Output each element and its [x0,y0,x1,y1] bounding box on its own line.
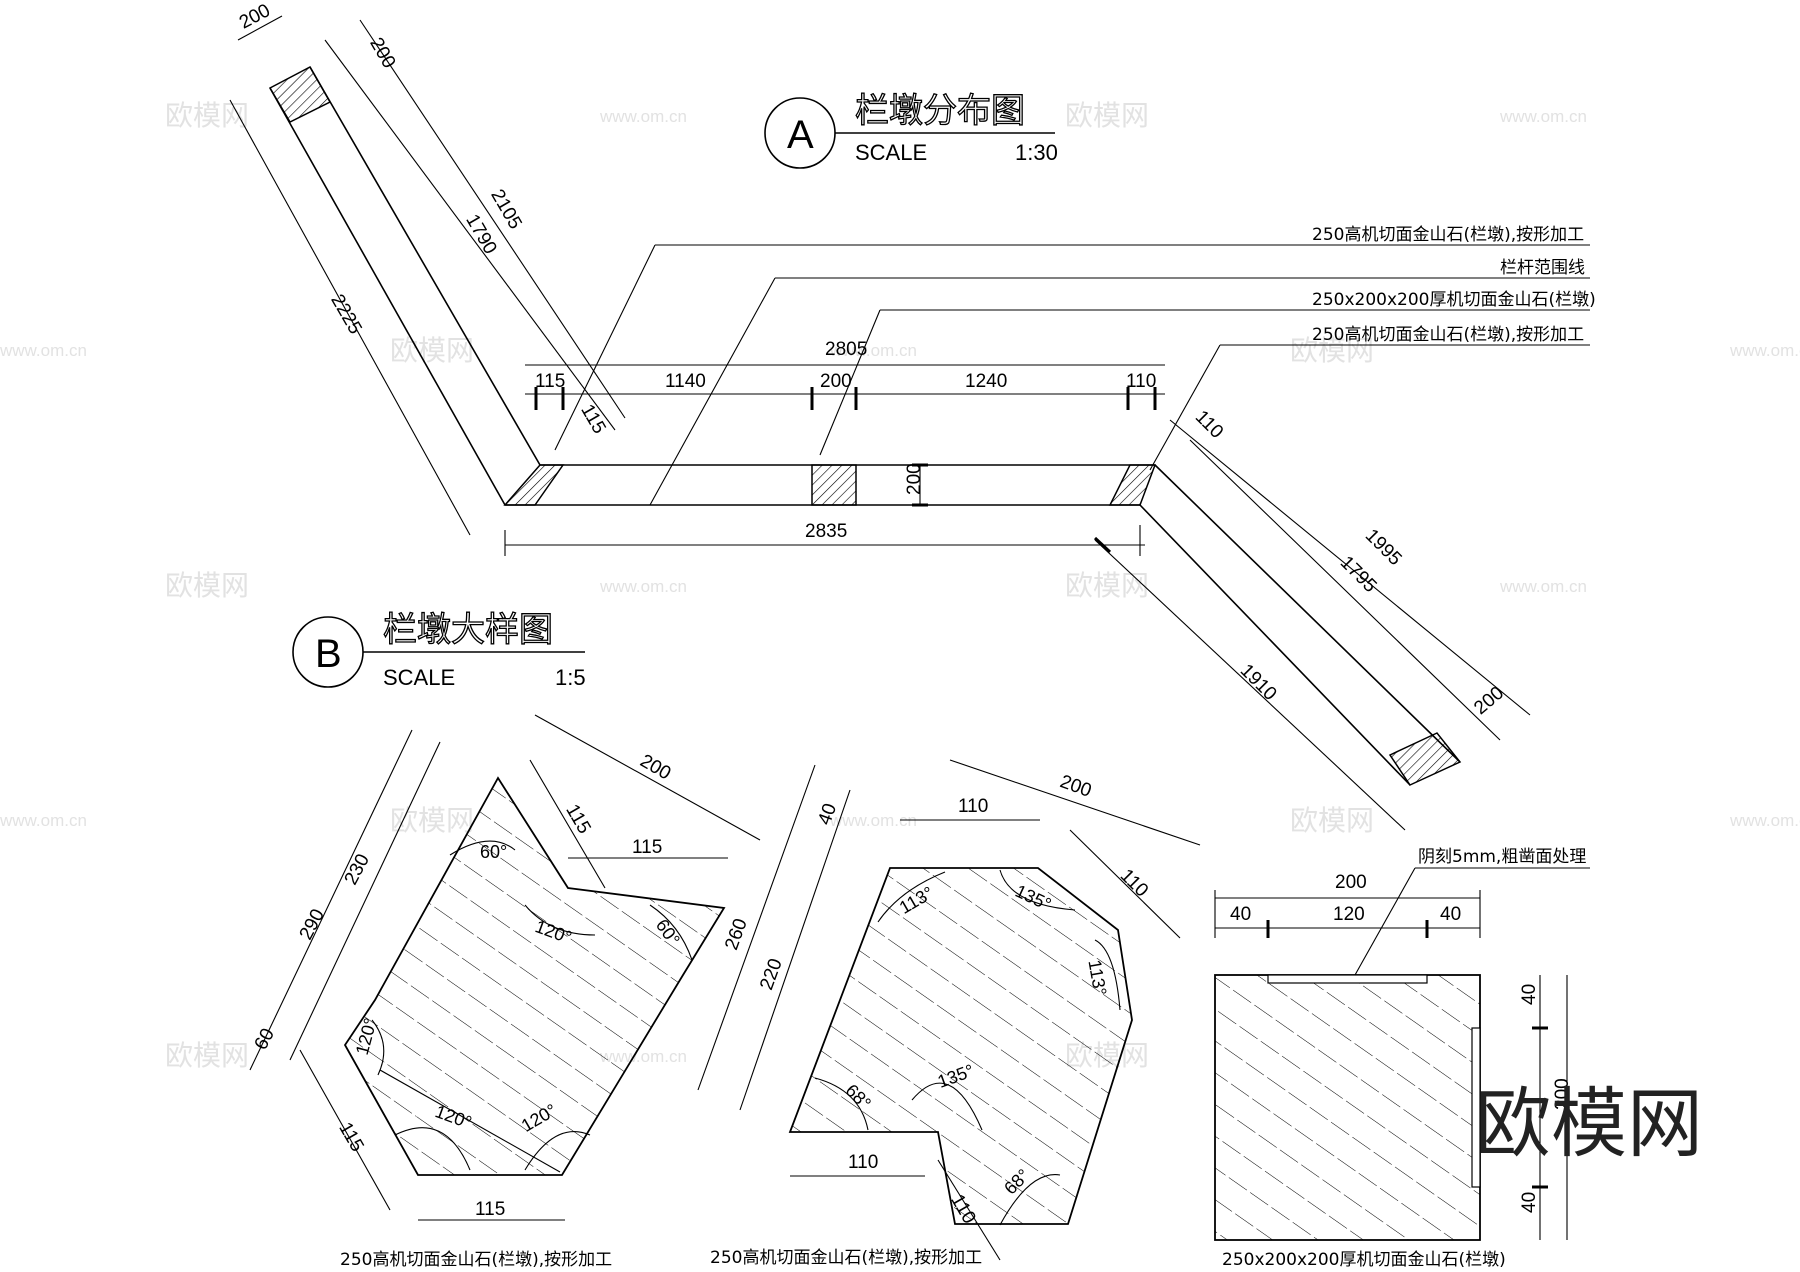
caption-left-stone: 250高机切面金山石(栏墩),按形加工 [340,1250,612,1270]
watermark-brand: 欧模网 [1065,99,1149,132]
watermark-brand: 欧模网 [165,1039,249,1072]
watermark-url: www.om.cn [829,811,917,830]
watermark-brand: 欧模网 [1065,569,1149,602]
title-block-b: B 栏墩大样图 SCALE 1:5 [292,609,586,690]
plan-a-title: 栏墩分布图 [855,91,1025,131]
dim-200-right: 200 [1335,872,1367,893]
stone-block-br [1388,732,1462,786]
dim-200-br: 200 [1470,683,1508,719]
dim-110-mid-right: 110 [1116,865,1152,901]
dim-200: 200 [820,371,852,392]
dim-110-mid-top: 110 [958,796,988,817]
stone-outline-middle [788,867,1133,1225]
detail-b-title: 栏墩大样图 [383,610,553,650]
dim-110-right: 110 [1191,407,1227,443]
dim-200-vert: 200 [904,463,925,495]
corner-watermark: 欧模网 [1475,1079,1703,1168]
watermark-url: www.om.cn [1729,811,1800,830]
dim-1995: 1995 [1361,525,1406,570]
watermark-url: www.om.cn [599,107,687,126]
dim-200-tl: 200 [236,0,274,33]
detail-middle-stone: 113° 135° 113° 68° 135° 68° 40 260 220 1… [697,759,1201,1268]
dim-40-right-b: 40 [1440,904,1461,925]
dim-1140: 1140 [665,371,706,392]
detail-b-scale-label: SCALE [383,665,455,690]
dim-1240: 1240 [965,371,1007,392]
dim-2805: 2805 [825,339,867,360]
stone-block-corner-left [503,464,565,506]
dim-1795: 1795 [1336,552,1381,597]
watermark-brand: 欧模网 [1290,804,1374,837]
dim-200-tr: 200 [365,34,399,72]
dim-2225: 2225 [326,291,365,338]
dim-290: 290 [296,906,329,944]
dim-115: 115 [535,371,565,392]
watermark-url: www.om.cn [1729,341,1800,360]
watermark-url: www.om.cn [1499,577,1587,596]
caption-right-stone: 250x200x200厚机切面金山石(栏墩) [1222,1250,1506,1270]
section-letter-a: A [787,113,814,157]
stone-block-corner-right [1108,464,1157,506]
stone-block-tl [268,65,332,123]
dim-40-right-c: 40 [1519,984,1540,1005]
chisel-groove-right [1471,1027,1481,1188]
watermark-url: www.om.cn [0,341,87,360]
dim-40-right-d: 40 [1519,1192,1540,1213]
dim-115-b-diag: 115 [561,801,594,838]
detail-left-stone: 60° 120° 60° 120° 120° 120° 290 230 60 2… [249,714,761,1270]
dim-260: 260 [721,916,752,953]
watermark-brand: 欧模网 [390,334,474,367]
dim-115-b-top: 115 [632,837,662,858]
engraving-note: 阴刻5mm,粗凿面处理 [1418,847,1586,867]
dim-200-right-vert: 200 [1552,1078,1573,1110]
dim-40-right-a: 40 [1230,904,1251,925]
dim-115-b-bottom: 115 [475,1199,505,1220]
leader-note-1: 250高机切面金山石(栏墩),按形加工 [1312,225,1584,245]
stone-outline-right [1214,974,1481,1241]
stone-block-mid [811,464,857,506]
watermark-brand: 欧模网 [165,99,249,132]
dim-2835: 2835 [805,521,847,542]
dim-200-b-left: 200 [636,750,674,784]
dim-1910: 1910 [1236,660,1281,705]
watermark-url: www.om.cn [0,811,87,830]
watermark-url: www.om.cn [599,577,687,596]
watermark-brand: 欧模网 [1290,334,1374,367]
detail-b-scale-value: 1:5 [555,665,586,690]
watermark-brand: 欧模网 [165,569,249,602]
dim-120-right: 120 [1333,904,1365,925]
plan-a-notes: 250高机切面金山石(栏墩),按形加工 栏杆范围线 250x200x200厚机切… [554,225,1596,506]
dim-1790: 1790 [461,211,500,258]
watermark-url: www.om.cn [829,341,917,360]
plan-a-scale-label: SCALE [855,140,927,165]
caption-middle-stone: 250高机切面金山石(栏墩),按形加工 [710,1248,982,1268]
dim-115-diag: 115 [576,401,609,438]
dim-60: 60 [251,1025,279,1054]
leader-note-4: 250高机切面金山石(栏墩),按形加工 [1312,325,1584,345]
dim-110: 110 [1126,371,1156,392]
watermark-url: www.om.cn [1499,107,1587,126]
plan-a-geometry [268,65,1462,786]
plan-a-scale-value: 1:30 [1015,140,1058,165]
section-letter-b: B [315,632,342,676]
watermark-brand: 欧模网 [390,804,474,837]
chisel-groove-top [1267,974,1428,984]
dim-230: 230 [341,851,374,889]
detail-right-stone: 200 40 120 40 40 200 40 阴刻5mm,粗凿面处理 250x… [1214,847,1590,1270]
angle-60-top: 60° [480,842,507,862]
dim-110-mid-bottom: 110 [848,1152,878,1173]
title-block-a: A 栏墩分布图 SCALE 1:30 [764,90,1058,169]
stone-outline-left [343,776,726,1176]
dim-115-b-lower: 115 [334,1119,367,1156]
dim-2105: 2105 [486,186,525,233]
leader-note-3: 250x200x200厚机切面金山石(栏墩) [1312,290,1596,310]
dim-200-mid: 200 [1057,771,1094,802]
leader-note-2: 栏杆范围线 [1500,258,1585,278]
